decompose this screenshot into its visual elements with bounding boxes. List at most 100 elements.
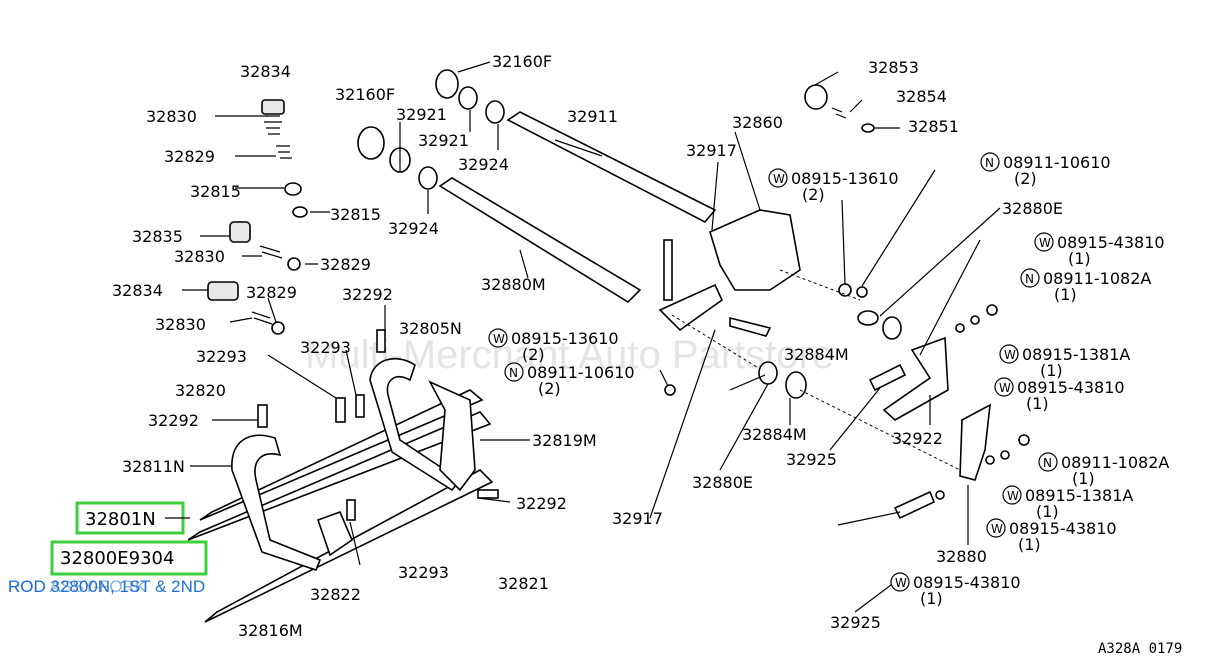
- hw-n2: 08911-1082A: [1043, 269, 1151, 288]
- lever-32860: [709, 209, 801, 291]
- w-badge-7-text: W: [991, 522, 1003, 536]
- shift-rods: [187, 111, 717, 623]
- spring-32854: [831, 107, 847, 119]
- label-32160f-a: 32160F: [492, 52, 552, 71]
- hw-n3-leader: [659, 369, 669, 387]
- label-32834-b: 32834: [112, 281, 163, 300]
- hw-w4: 08915-1381A: [1022, 345, 1130, 364]
- rod-leaders: [519, 139, 603, 279]
- ball-32851: [861, 123, 875, 133]
- highlight-32801n[interactable]: 32801N: [75, 501, 190, 535]
- label-32830-c: 32830: [155, 315, 206, 334]
- lever-dashes: [671, 269, 861, 376]
- nut-c: [1018, 434, 1030, 446]
- label-32821: 32821: [498, 574, 549, 593]
- linkage: [719, 239, 1030, 613]
- highlight-32800e9304[interactable]: 32800E9304: [50, 540, 208, 576]
- fork-32819m: [428, 380, 476, 492]
- rod-upper-2: [187, 411, 492, 541]
- washer-d: [985, 455, 995, 465]
- hardware-callouts: W 08915-13610 (2) N 08911-10610 (2) W 08…: [488, 152, 1169, 608]
- label-32880: 32880: [936, 547, 987, 566]
- label-32830-b: 32830: [174, 247, 225, 266]
- link-32922: [882, 336, 949, 421]
- label-32851: 32851: [908, 117, 959, 136]
- label-32835: 32835: [132, 227, 183, 246]
- w-badge-1-text: W: [773, 172, 785, 186]
- pin-lever: [729, 316, 772, 337]
- label-32829-b: 32829: [320, 255, 371, 274]
- nut-center: [664, 384, 676, 396]
- detent-parts: [182, 99, 330, 335]
- hw-w5-qty: (1): [1026, 394, 1049, 413]
- washer-f: [935, 490, 945, 500]
- label-32854: 32854: [896, 87, 947, 106]
- washer-a: [838, 283, 852, 297]
- highlight-label-32801n[interactable]: 32801N: [85, 509, 156, 530]
- hw-w7: 08915-43810: [1009, 519, 1117, 538]
- pin-32293-a: [335, 397, 346, 423]
- w-badge-6-text: W: [1007, 489, 1019, 503]
- fork-32811n: [231, 434, 322, 571]
- label-32292-a: 32292: [342, 285, 393, 304]
- pin-32292-b: [257, 404, 268, 428]
- w-badge-4: [999, 344, 1019, 364]
- highlight-label-32800e9304[interactable]: 32800E9304: [60, 548, 174, 569]
- hw-w5: 08915-43810: [1017, 378, 1125, 397]
- plugs-rings: [357, 61, 505, 214]
- label-32834-a: 32834: [240, 62, 291, 81]
- label-32924-a: 32924: [458, 155, 509, 174]
- ring-32880e-a: [882, 316, 902, 340]
- label-32811n: 32811N: [122, 457, 185, 476]
- w-badge-2: [1034, 232, 1054, 252]
- ball-32815-a: [284, 182, 302, 196]
- label-32921-b: 32921: [418, 131, 469, 150]
- hw-w3: 08915-13610: [511, 329, 619, 348]
- label-32924-b: 32924: [388, 219, 439, 238]
- plug-32834-top: [261, 99, 285, 115]
- label-32884m-a: 32884M: [784, 345, 849, 364]
- hw-w3-qty: (2): [522, 345, 545, 364]
- diagram-reference: A328A 0179: [1098, 641, 1182, 657]
- w-badge-8: [890, 572, 910, 592]
- part-caption: ROD 32800N, 1ST & 2ND: [8, 577, 205, 596]
- rod-32880m: [438, 177, 642, 304]
- label-32815-b: 32815: [330, 205, 381, 224]
- washer-c: [970, 315, 980, 325]
- detent-leaders: [182, 115, 330, 323]
- label-32829-a: 32829: [164, 147, 215, 166]
- w-badge-5: [994, 377, 1014, 397]
- label-32815-a: 32815: [190, 182, 241, 201]
- w-badge-3-text: W: [493, 332, 505, 346]
- hw-n1: 08911-10610: [1003, 153, 1111, 172]
- rod-32816m: [204, 469, 494, 623]
- label-32917-a: 32917: [686, 141, 737, 160]
- label-32880e-b: 32880E: [692, 473, 753, 492]
- n-badge-1-text: N: [985, 156, 994, 170]
- label-32853: 32853: [868, 58, 919, 77]
- ball-32815-b: [292, 206, 308, 218]
- n-badge-2-text: N: [1025, 272, 1034, 286]
- ring-leaders: [399, 61, 499, 214]
- part-caption-overlay: ROD ASSY-FORK: [8, 577, 147, 596]
- plug-32835: [229, 221, 251, 243]
- pin-leaders: [212, 305, 386, 566]
- plug-32160f-left: [357, 126, 385, 160]
- w-badge-1: [768, 168, 788, 188]
- pins: [212, 305, 499, 566]
- w-badge-7: [986, 518, 1006, 538]
- label-32925-a: 32925: [786, 450, 837, 469]
- hw-w4-qty: (1): [1040, 361, 1063, 380]
- label-32819m: 32819M: [532, 431, 597, 450]
- label-32911: 32911: [567, 107, 618, 126]
- spring-32830-low: [251, 311, 273, 325]
- ring-32924-a: [485, 100, 505, 124]
- w-badge-8-text: W: [895, 576, 907, 590]
- label-32805n: 32805N: [399, 319, 462, 338]
- pin-upper: [663, 239, 673, 301]
- label-32880m: 32880M: [481, 275, 546, 294]
- highlight-box-32800e9304[interactable]: [50, 540, 208, 576]
- pin-32293-b: [355, 394, 365, 418]
